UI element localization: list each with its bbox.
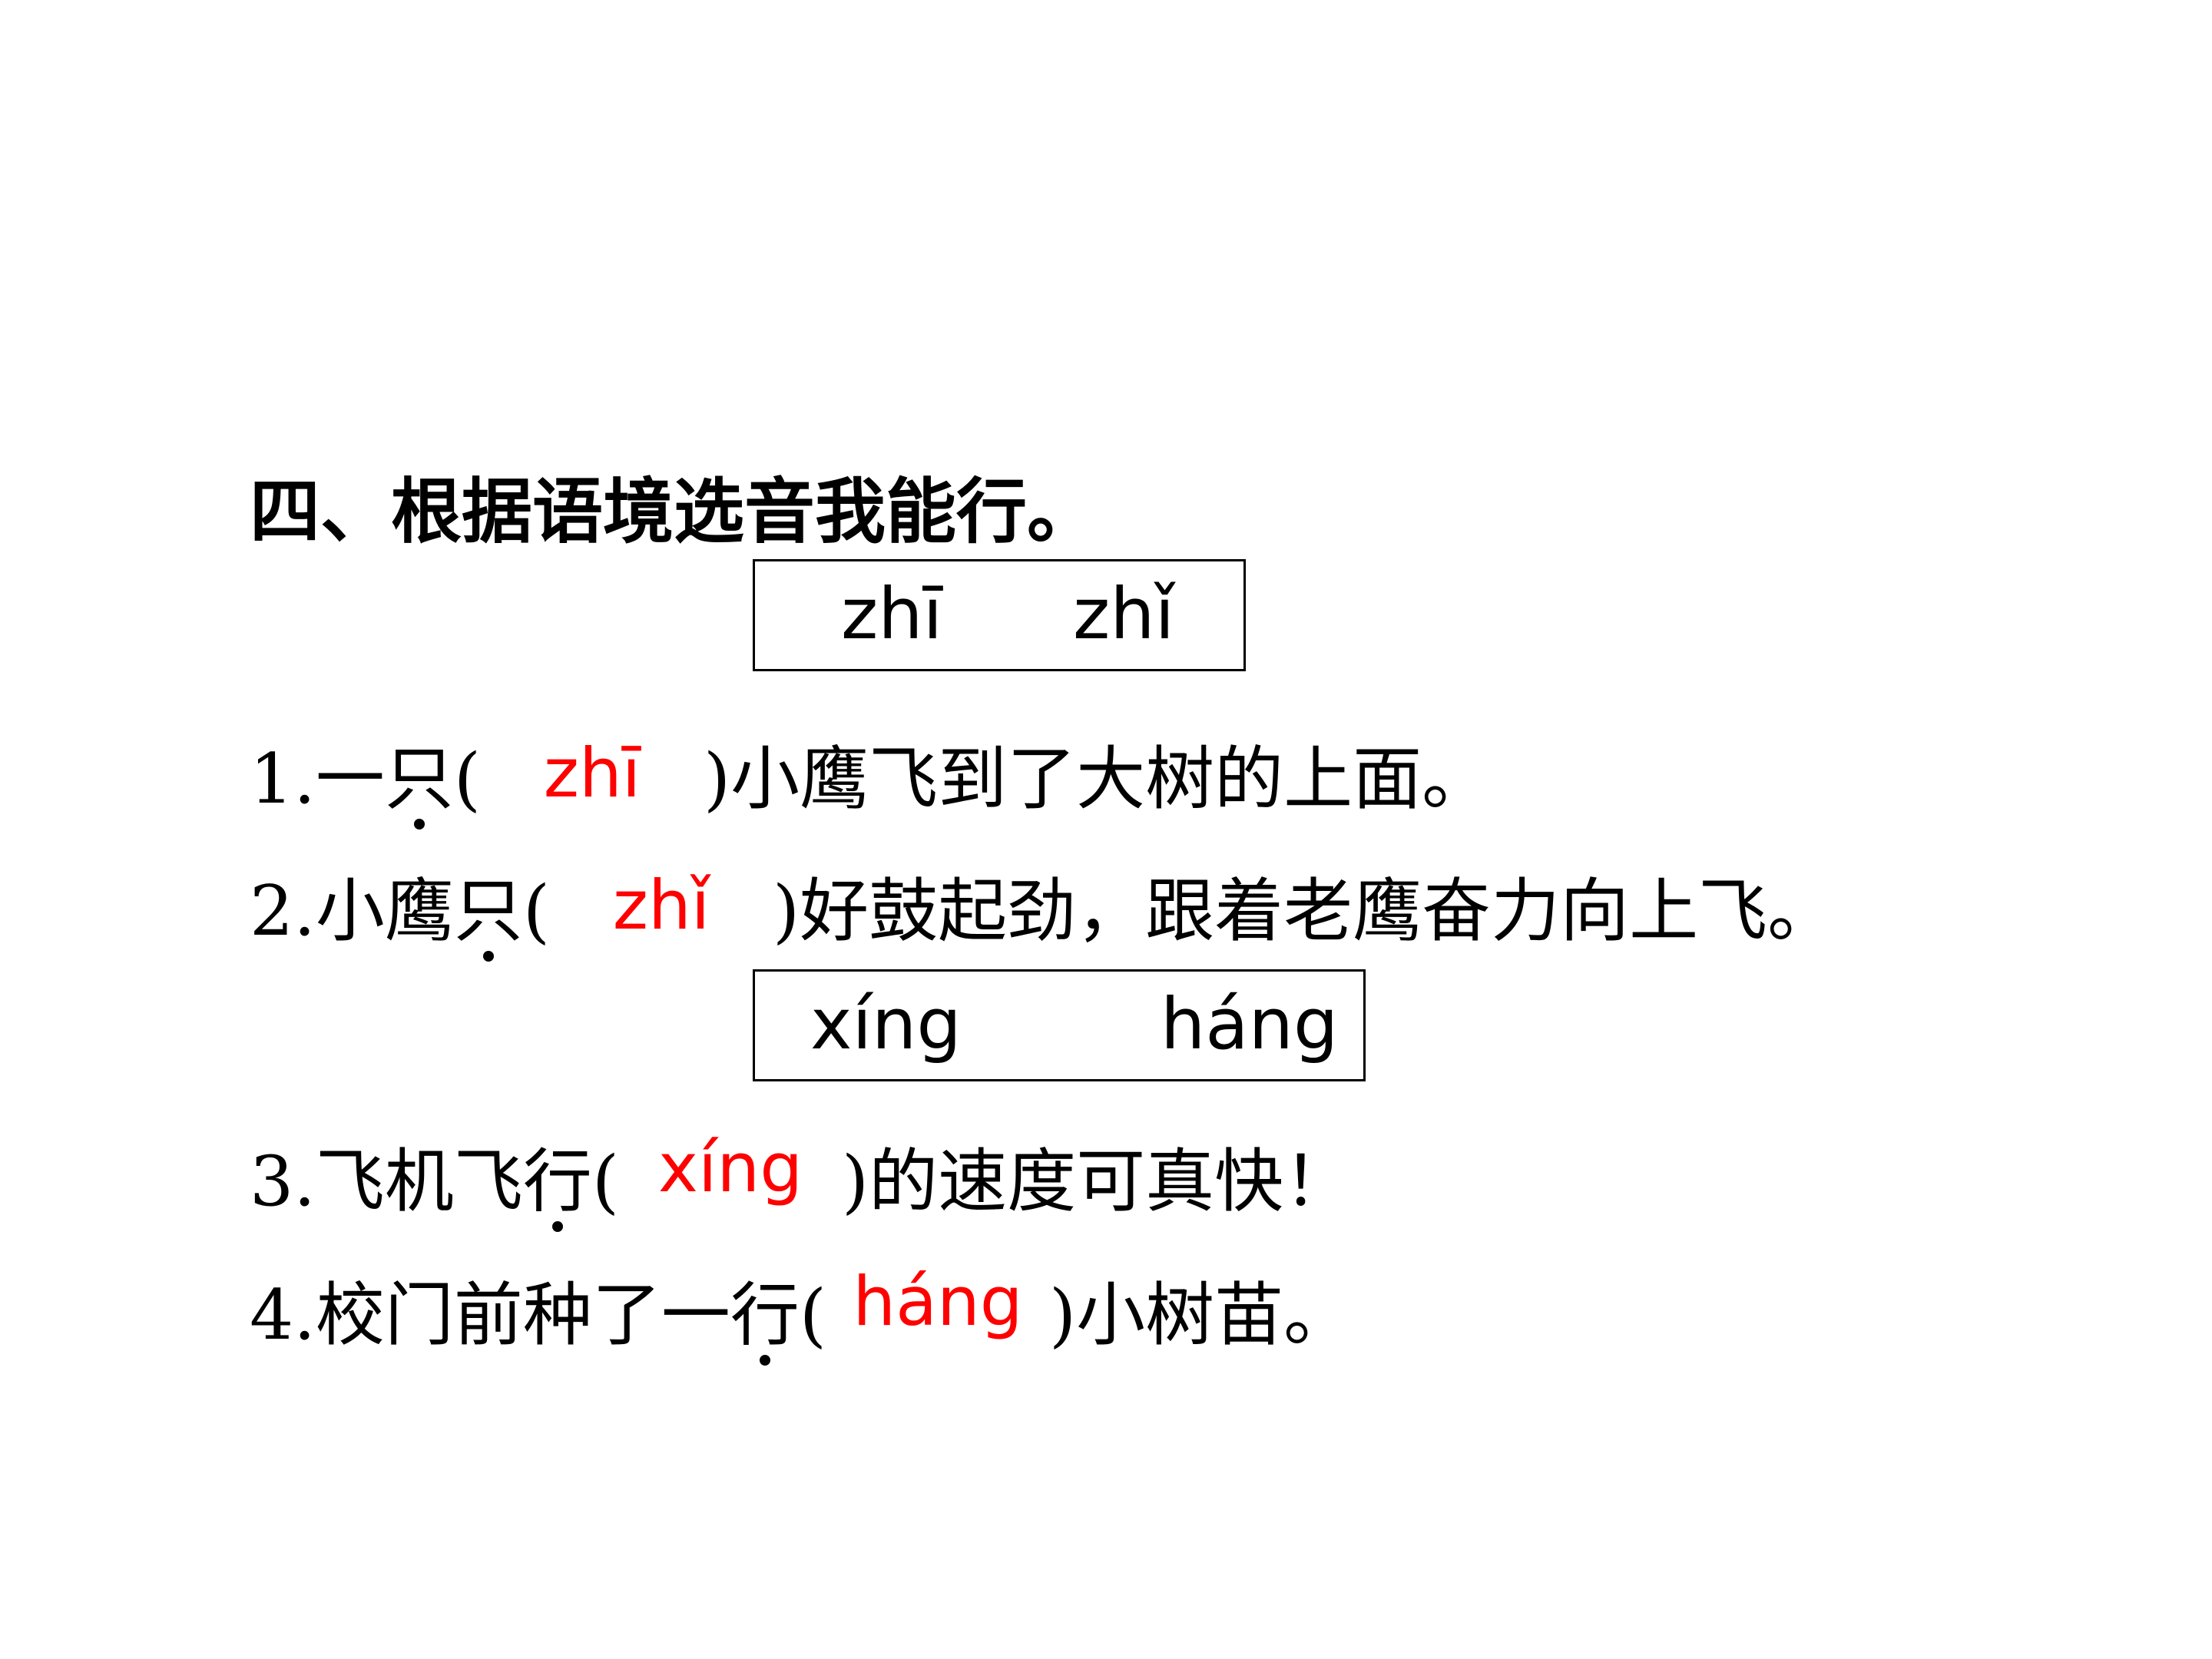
question-text-before: 飞机飞 <box>315 1141 523 1222</box>
pinyin-option-xing: xíng <box>810 983 962 1065</box>
answer-blank[interactable]: zhǐ <box>550 866 773 954</box>
close-paren: ) <box>773 871 800 952</box>
question-text-after: 小树苗。 <box>1076 1275 1353 1356</box>
pinyin-options-box-2: xíng háng <box>753 969 1366 1081</box>
dotted-character: 行 <box>730 1273 800 1366</box>
question-text-before: 校门前种了一 <box>315 1275 730 1356</box>
question-text-after: 的速度可真快！ <box>869 1141 1353 1222</box>
question-text-before: 小鹰 <box>315 871 454 952</box>
question-number: 1. <box>250 739 316 820</box>
open-paren: ( <box>799 1275 826 1356</box>
pinyin-options-box-1: zhī zhǐ <box>753 559 1246 671</box>
question-1: 1.一只( zhī)小鹰飞到了大树的上面。 <box>250 733 1492 830</box>
answer-blank[interactable]: háng <box>826 1262 1049 1358</box>
answer-blank[interactable]: xíng <box>619 1128 842 1224</box>
dotted-character: 行 <box>523 1140 592 1232</box>
dotted-character: 只 <box>454 869 523 962</box>
exercise-title: 四、根据语境选音我能行。 <box>250 471 1098 553</box>
pinyin-option-zhi3: zhǐ <box>1073 573 1175 655</box>
question-text-before: 一 <box>315 739 385 820</box>
answer-pinyin: háng <box>853 1262 1023 1341</box>
pinyin-option-zhi1: zhī <box>841 573 943 655</box>
question-text-after: 好鼓起劲，跟着老鹰奋力向上飞。 <box>800 871 1837 952</box>
question-text-after: 小鹰飞到了大树的上面。 <box>730 739 1492 820</box>
question-number: 4. <box>250 1275 316 1356</box>
open-paren: ( <box>453 739 481 820</box>
pinyin-option-hang: háng <box>1161 983 1339 1065</box>
dotted-character: 只 <box>385 737 454 830</box>
answer-pinyin: zhǐ <box>612 866 710 945</box>
answer-blank[interactable]: zhī <box>481 733 704 822</box>
answer-pinyin: zhī <box>543 733 641 813</box>
question-3: 3.飞机飞行( xíng)的速度可真快！ <box>250 1128 1353 1232</box>
question-2: 2.小鹰只( zhǐ)好鼓起劲，跟着老鹰奋力向上飞。 <box>250 866 1837 962</box>
question-number: 3. <box>250 1141 316 1222</box>
answer-pinyin: xíng <box>657 1128 803 1207</box>
open-paren: ( <box>522 871 550 952</box>
close-paren: ) <box>842 1141 869 1222</box>
open-paren: ( <box>591 1141 619 1222</box>
question-4: 4.校门前种了一行( háng)小树苗。 <box>250 1262 1353 1366</box>
close-paren: ) <box>1049 1275 1077 1356</box>
question-number: 2. <box>250 871 316 952</box>
close-paren: ) <box>704 739 731 820</box>
